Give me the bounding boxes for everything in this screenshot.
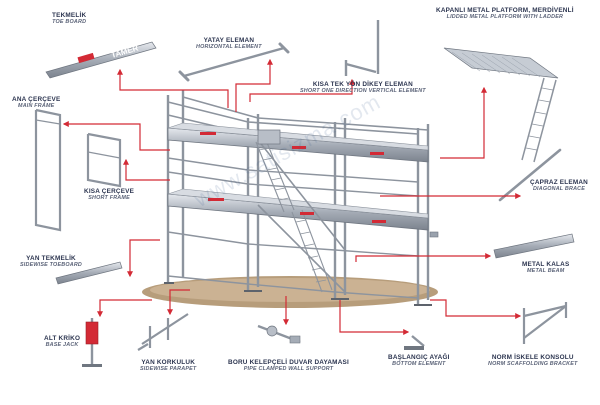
- short-frame-part: [86, 132, 122, 188]
- ladder-rungs: [258, 147, 327, 283]
- short-vertical-part: [344, 20, 380, 76]
- label-side-toe: YAN TEKMELİK SIDEWISE TOEBOARD: [20, 255, 83, 268]
- wall-support-part: [257, 324, 301, 344]
- label-diagonal: ÇAPRAZ ELEMAN DIAGONAL BRACE: [530, 179, 588, 192]
- label-main-frame: ANA ÇERÇEVE MAIN FRAME: [12, 96, 61, 109]
- label-horizontal: YATAY ELEMAN HORIZONTAL ELEMENT: [196, 37, 262, 50]
- label-wall-support: BORU KELEPÇELİ DUVAR DAYAMASI PIPE CLAMP…: [228, 359, 349, 372]
- main-frame-part: [34, 108, 62, 232]
- wall-clamp-detail: [429, 231, 439, 238]
- scaffold-assembly: [164, 90, 432, 306]
- label-side-parapet: YAN KORKULUK SIDEWISE PARAPET: [140, 359, 197, 372]
- label-bottom: BAŞLANGIÇ AYAĞI BOTTOM ELEMENT: [388, 354, 450, 367]
- label-short-frame: KISA ÇERÇEVE SHORT FRAME: [84, 188, 135, 201]
- tamer-logo-text: TAMER: [110, 44, 139, 60]
- side-toe-board-part: [55, 261, 123, 285]
- horizontal-part: [178, 42, 290, 82]
- label-bracket: NORM İSKELE KONSOLU NORM SCAFFOLDING BRA…: [488, 354, 578, 367]
- deck-brand-marks: [200, 132, 386, 223]
- label-toe-board: TEKMELİK TOE BOARD: [52, 12, 87, 25]
- bottom-element-part: [404, 335, 425, 350]
- ground-base: [142, 276, 438, 308]
- label-metal-beam: METAL KALAS METAL BEAM: [522, 261, 570, 274]
- side-parapet-part: [137, 313, 189, 351]
- toe-board-part: [45, 41, 157, 79]
- label-base-jack: ALT KRİKO BASE JACK: [44, 335, 81, 348]
- callout-arrows: [62, 58, 522, 335]
- label-platform-ladder: KAPANLI METAL PLATFORM, MERDİVENLİ LIDDE…: [436, 7, 574, 20]
- base-jack-part: [82, 318, 102, 367]
- diagonal-brace-part: [498, 148, 562, 202]
- platform-ladder-part: [443, 47, 559, 163]
- metal-beam-part: [493, 233, 575, 259]
- bracket-part: [522, 302, 568, 344]
- label-short-vertical: KISA TEK YÖN DİKEY ELEMAN SHORT ONE DIRE…: [300, 81, 426, 94]
